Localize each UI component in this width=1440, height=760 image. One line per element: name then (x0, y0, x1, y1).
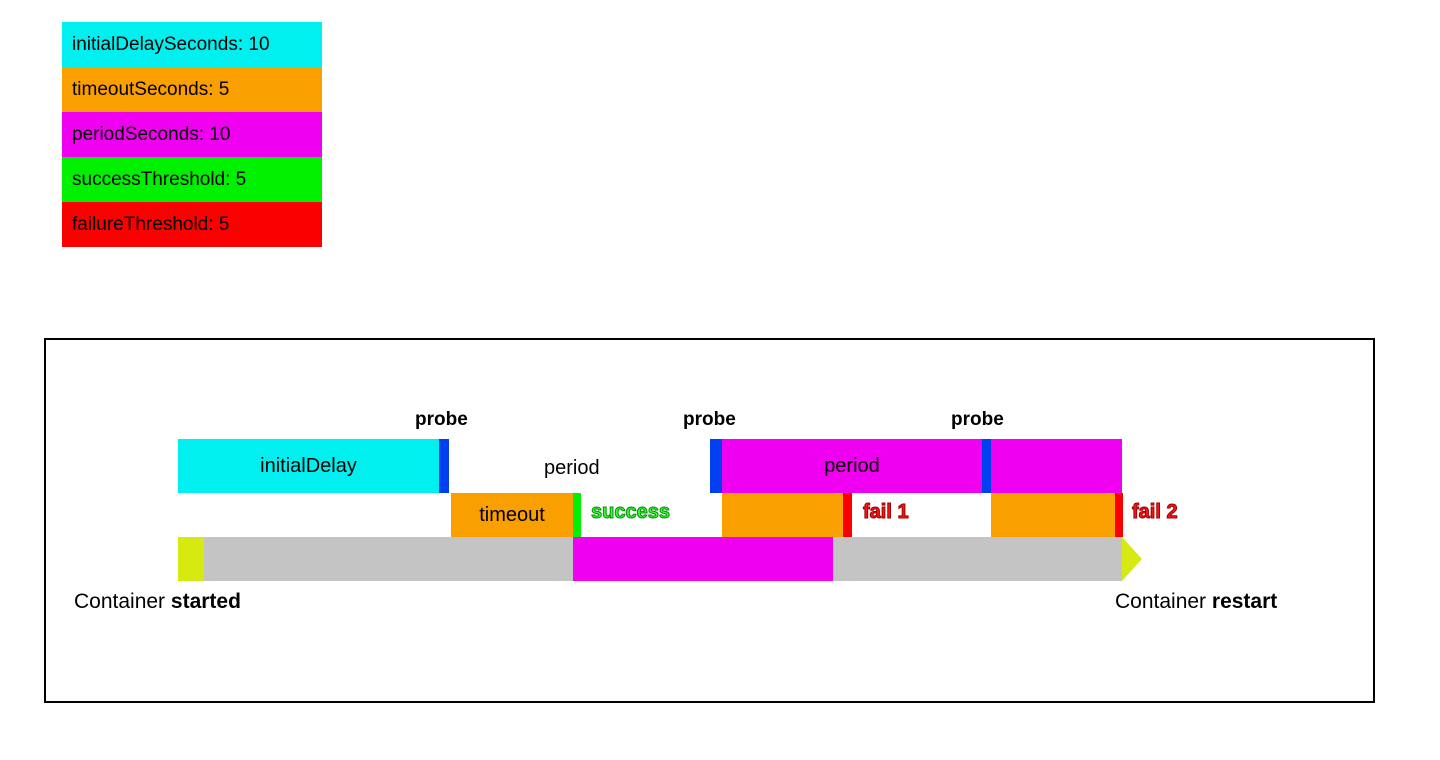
container-started-caption: Container started (74, 590, 241, 614)
fail-status-label-1: fail 1 (863, 501, 910, 524)
probe-label-3: probe (951, 409, 1004, 430)
container-started-word: started (170, 590, 241, 613)
initial-delay-bar: initialDelay (178, 439, 439, 493)
legend-label-failure-threshold: failureThreshold: 5 (72, 214, 230, 235)
legend-label-timeout-seconds: timeoutSeconds: 5 (72, 79, 230, 100)
timeout-bar-1: timeout (451, 493, 573, 537)
probe-marker-3 (982, 439, 991, 493)
period-bar-2 (991, 439, 1122, 493)
legend-item-period-seconds: periodSeconds: 10 (62, 112, 322, 157)
timeline-arrow-icon (1122, 537, 1142, 581)
timeout-bar-2 (722, 493, 843, 537)
container-restart-prefix: Container (1115, 590, 1212, 613)
success-status-label: success (591, 501, 671, 524)
fail-status-label-2: fail 2 (1132, 501, 1179, 524)
container-restart-word: restart (1211, 590, 1278, 613)
initial-delay-label: initialDelay (260, 455, 357, 477)
probe-marker-2 (710, 439, 722, 493)
legend-item-success-threshold: successThreshold: 5 (62, 157, 322, 202)
period-bar-1: period (722, 439, 982, 493)
legend-item-failure-threshold: failureThreshold: 5 (62, 202, 322, 247)
probe-timeline-diagram: probe probe probe initialDelay period pe… (44, 338, 1375, 703)
timeout-bar-3 (991, 493, 1115, 537)
container-restart-caption: Container restart (1115, 590, 1277, 614)
period-label-2: period (824, 455, 880, 477)
fail-marker-2 (1115, 493, 1123, 537)
legend-label-period-seconds: periodSeconds: 10 (72, 124, 231, 145)
probe-label-2: probe (683, 409, 736, 430)
timeout-label-1: timeout (479, 504, 545, 526)
period-label-1: period (544, 457, 600, 479)
probe-label-1: probe (415, 409, 468, 430)
timeline-segment-waiting-2 (833, 537, 1122, 581)
fail-marker-1 (843, 493, 852, 537)
probe-marker-1 (439, 439, 449, 493)
timeline-segment-waiting-1 (204, 537, 573, 581)
legend-item-timeout-seconds: timeoutSeconds: 5 (62, 67, 322, 112)
legend-label-initial-delay-seconds: initialDelaySeconds: 10 (72, 34, 270, 55)
legend-label-success-threshold: successThreshold: 5 (72, 169, 247, 190)
container-start-marker (178, 537, 204, 581)
success-marker (573, 493, 581, 537)
legend-item-initial-delay-seconds: initialDelaySeconds: 10 (62, 22, 322, 67)
timeline-segment-healthy (573, 537, 833, 581)
container-started-prefix: Container (74, 590, 171, 613)
probe-settings-legend: initialDelaySeconds: 10 timeoutSeconds: … (62, 22, 322, 247)
